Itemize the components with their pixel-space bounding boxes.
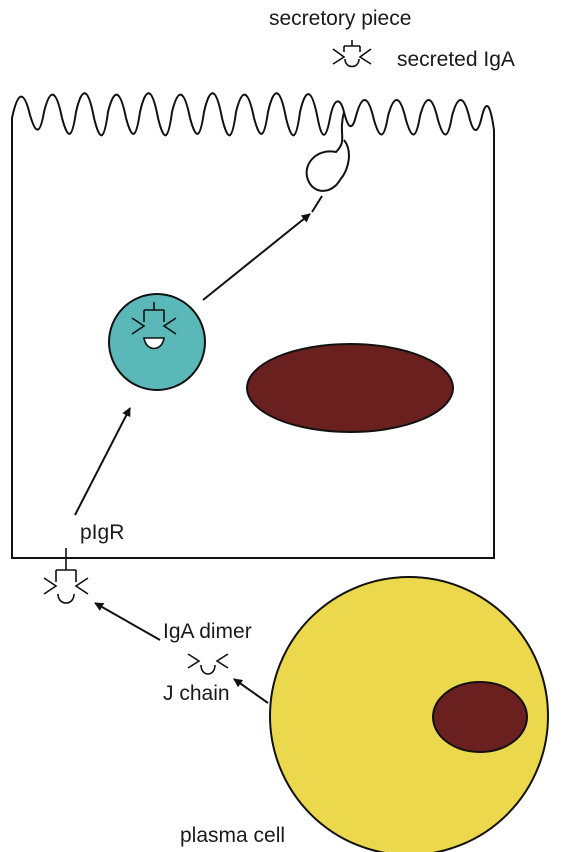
arrow-to-vesicle: [75, 408, 130, 515]
arrow-from-plasma-cell: [234, 679, 268, 703]
label-secretory-piece: secretory piece: [269, 7, 411, 30]
arrow-to-pigr: [95, 603, 160, 640]
label-plasma-cell: plasma cell: [180, 824, 285, 847]
label-pigr: pIgR: [80, 521, 124, 544]
epithelial-cell-outline: [12, 93, 494, 558]
apical-connector: [312, 196, 322, 212]
pigr-iga-complex: [44, 548, 88, 603]
label-secreted-iga: secreted IgA: [397, 48, 515, 71]
label-iga-dimer: IgA dimer: [163, 620, 252, 643]
label-j-chain: J chain: [163, 682, 230, 705]
arrow-to-apical: [203, 214, 310, 300]
plasma-cell-nucleus: [433, 682, 527, 752]
iga-dimer-symbol: [188, 654, 228, 674]
epithelial-nucleus: [247, 344, 453, 432]
exocytosis-vesicle: [307, 112, 349, 191]
secreted-iga-symbol: [333, 40, 371, 67]
